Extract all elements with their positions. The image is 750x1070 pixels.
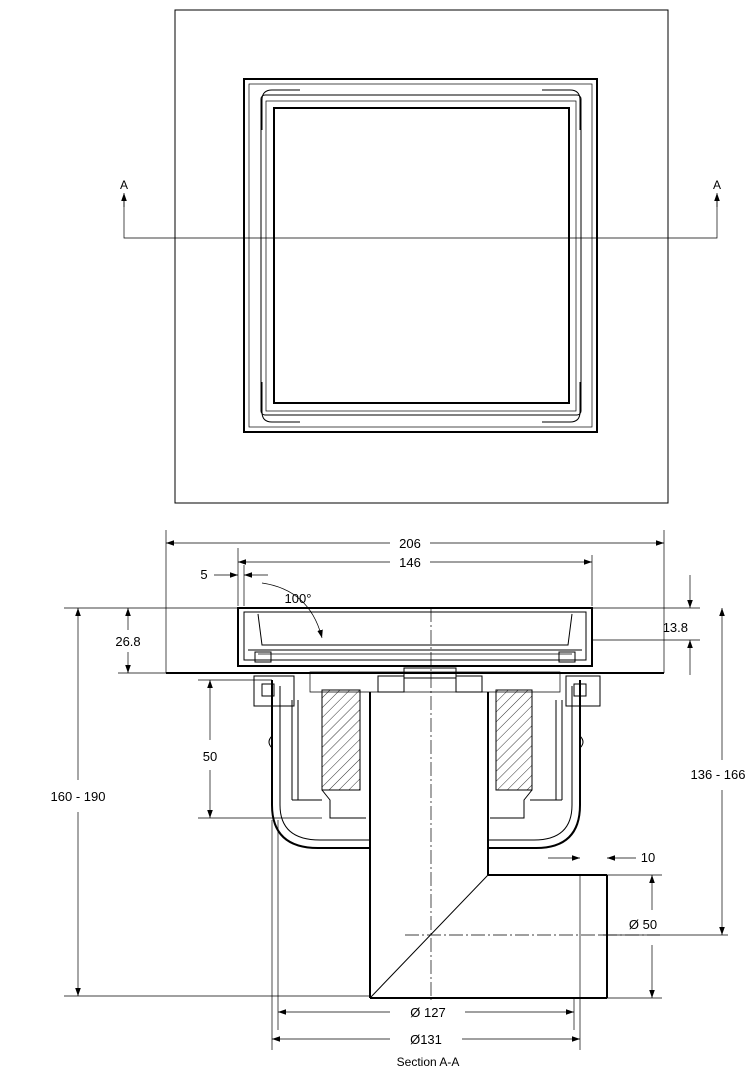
dim-overall-width: 206 bbox=[399, 536, 421, 551]
grate-opening bbox=[273, 107, 570, 404]
outer-flange bbox=[174, 9, 669, 504]
dim-drain-angle: 100° bbox=[285, 591, 312, 606]
dim-outlet-height: 136 - 166 bbox=[691, 767, 746, 782]
grate-outer bbox=[265, 100, 577, 412]
dim-inner-width: 146 bbox=[399, 555, 421, 570]
dim-frame-height: 13.8 bbox=[663, 620, 688, 635]
dim-grate-height: 26.8 bbox=[115, 634, 140, 649]
corner-tabs bbox=[261, 89, 581, 423]
dim-outlet-offset: 10 bbox=[641, 850, 655, 865]
outlet-pipe bbox=[369, 692, 608, 999]
dimension-labels: 206 146 5 100° 26.8 13.8 50 160 - 190 13… bbox=[51, 536, 746, 1047]
dim-total-height: 160 - 190 bbox=[51, 789, 106, 804]
top-view: A A bbox=[120, 9, 721, 504]
frame-inner-2 bbox=[260, 94, 582, 416]
dim-flange-offset: 5 bbox=[200, 567, 207, 582]
section-view: 206 146 5 100° 26.8 13.8 50 160 - 190 13… bbox=[51, 530, 746, 1069]
clamp-ring bbox=[253, 667, 601, 707]
frame-inner-1 bbox=[248, 83, 593, 428]
dim-outlet-diameter: Ø 50 bbox=[629, 917, 657, 932]
section-line: A A bbox=[120, 178, 721, 239]
frame-outer bbox=[243, 78, 598, 433]
grate-frame bbox=[237, 607, 593, 667]
section-marker-left: A bbox=[120, 178, 128, 192]
dim-body-diameter: Ø 127 bbox=[410, 1005, 445, 1020]
dimension-lines bbox=[64, 530, 728, 1050]
drain-body bbox=[268, 680, 584, 849]
odour-trap-bell bbox=[321, 689, 533, 819]
dim-outer-diameter: Ø131 bbox=[410, 1032, 442, 1047]
section-marker-right: A bbox=[713, 178, 721, 192]
dim-trap-seal: 50 bbox=[203, 749, 217, 764]
section-caption: Section A-A bbox=[397, 1055, 460, 1069]
